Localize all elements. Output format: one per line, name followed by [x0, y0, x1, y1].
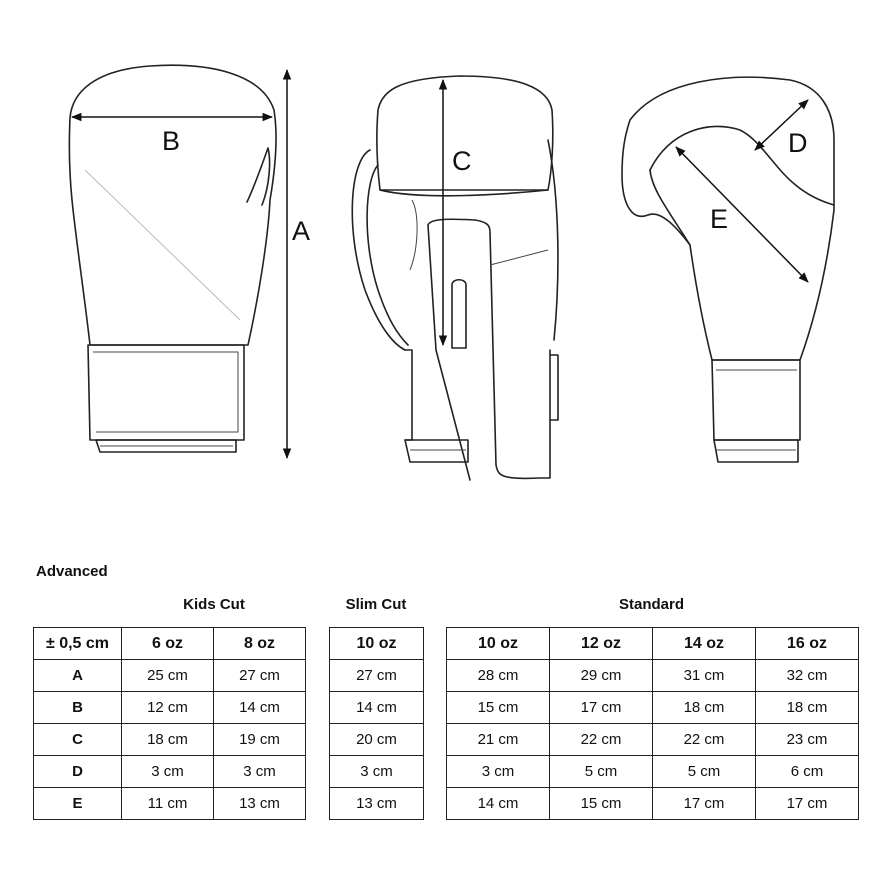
- group-heading-slim: Slim Cut: [345, 596, 407, 613]
- dimension-d-line: [754, 99, 809, 151]
- label-a: A: [292, 216, 310, 246]
- table-cell: 17 cm: [549, 691, 653, 724]
- table-cell: 23 cm: [755, 723, 859, 756]
- table-cell: 20 cm: [329, 723, 424, 756]
- table-row: D 3 cm 3 cm: [33, 755, 306, 788]
- table-cell: 14 cm: [446, 787, 550, 820]
- table-cell: 13 cm: [213, 787, 306, 820]
- table-row: B 12 cm 14 cm: [33, 691, 306, 724]
- glove-front-view: [68, 64, 277, 453]
- header-cell: 10 oz: [329, 627, 424, 660]
- glove-side-view: [621, 76, 835, 463]
- row-key-cell: B: [33, 691, 122, 724]
- group-heading-kids: Kids Cut: [183, 596, 245, 613]
- standard-table: 10 oz 12 oz 14 oz 16 oz 28 cm 29 cm 31 c…: [446, 627, 859, 820]
- table-row: ± 0,5 cm 6 oz 8 oz: [33, 627, 306, 660]
- table-cell: 3 cm: [213, 755, 306, 788]
- table-row: C 18 cm 19 cm: [33, 723, 306, 756]
- header-cell: 16 oz: [755, 627, 859, 660]
- header-cell: 14 oz: [652, 627, 756, 660]
- slim-cut-table: 10 oz 27 cm 14 cm 20 cm 3 cm 13 cm: [329, 627, 424, 820]
- section-title: Advanced: [36, 563, 108, 580]
- glove-diagram: A B C D E: [68, 64, 835, 481]
- table-row: 10 oz 12 oz 14 oz 16 oz: [446, 627, 859, 660]
- table-row: 10 oz: [329, 627, 424, 660]
- table-row: 3 cm 5 cm 5 cm 6 cm: [446, 755, 859, 788]
- table-cell: 21 cm: [446, 723, 550, 756]
- table-cell: 3 cm: [329, 755, 424, 788]
- table-row: 21 cm 22 cm 22 cm 23 cm: [446, 723, 859, 756]
- header-cell: 10 oz: [446, 627, 550, 660]
- table-row: 15 cm 17 cm 18 cm 18 cm: [446, 691, 859, 724]
- label-b: B: [162, 126, 180, 156]
- tolerance-cell: ± 0,5 cm: [33, 627, 122, 660]
- table-cell: 32 cm: [755, 659, 859, 692]
- row-key-cell: D: [33, 755, 122, 788]
- table-cell: 28 cm: [446, 659, 550, 692]
- table-cell: 18 cm: [121, 723, 214, 756]
- table-row: 3 cm: [329, 755, 424, 788]
- table-cell: 12 cm: [121, 691, 214, 724]
- table-cell: 15 cm: [549, 787, 653, 820]
- table-cell: 14 cm: [213, 691, 306, 724]
- group-heading-standard: Standard: [618, 596, 684, 613]
- kids-cut-table: ± 0,5 cm 6 oz 8 oz A 25 cm 27 cm B 12 cm…: [33, 627, 306, 820]
- header-cell: 12 oz: [549, 627, 653, 660]
- row-key-cell: C: [33, 723, 122, 756]
- dimension-e-line: [675, 146, 809, 283]
- table-row: 27 cm: [329, 659, 424, 692]
- label-c: C: [452, 146, 472, 176]
- table-cell: 13 cm: [329, 787, 424, 820]
- table-cell: 5 cm: [652, 755, 756, 788]
- table-row: 14 cm 15 cm 17 cm 17 cm: [446, 787, 859, 820]
- table-cell: 17 cm: [755, 787, 859, 820]
- table-cell: 6 cm: [755, 755, 859, 788]
- label-e: E: [710, 204, 728, 234]
- row-key-cell: A: [33, 659, 122, 692]
- table-cell: 18 cm: [652, 691, 756, 724]
- table-row: E 11 cm 13 cm: [33, 787, 306, 820]
- table-row: 13 cm: [329, 787, 424, 820]
- table-cell: 3 cm: [446, 755, 550, 788]
- table-cell: 19 cm: [213, 723, 306, 756]
- table-cell: 3 cm: [121, 755, 214, 788]
- table-cell: 27 cm: [213, 659, 306, 692]
- row-key-cell: E: [33, 787, 122, 820]
- table-cell: 22 cm: [549, 723, 653, 756]
- table-cell: 27 cm: [329, 659, 424, 692]
- table-cell: 25 cm: [121, 659, 214, 692]
- table-cell: 22 cm: [652, 723, 756, 756]
- table-cell: 31 cm: [652, 659, 756, 692]
- glove-palm-view: [351, 75, 559, 481]
- table-cell: 11 cm: [121, 787, 214, 820]
- table-cell: 5 cm: [549, 755, 653, 788]
- table-cell: 14 cm: [329, 691, 424, 724]
- header-cell: 8 oz: [213, 627, 306, 660]
- label-d: D: [788, 128, 808, 158]
- table-cell: 17 cm: [652, 787, 756, 820]
- table-cell: 18 cm: [755, 691, 859, 724]
- table-row: 20 cm: [329, 723, 424, 756]
- table-row: A 25 cm 27 cm: [33, 659, 306, 692]
- header-cell: 6 oz: [121, 627, 214, 660]
- table-row: 14 cm: [329, 691, 424, 724]
- table-row: 28 cm 29 cm 31 cm 32 cm: [446, 659, 859, 692]
- table-cell: 15 cm: [446, 691, 550, 724]
- table-cell: 29 cm: [549, 659, 653, 692]
